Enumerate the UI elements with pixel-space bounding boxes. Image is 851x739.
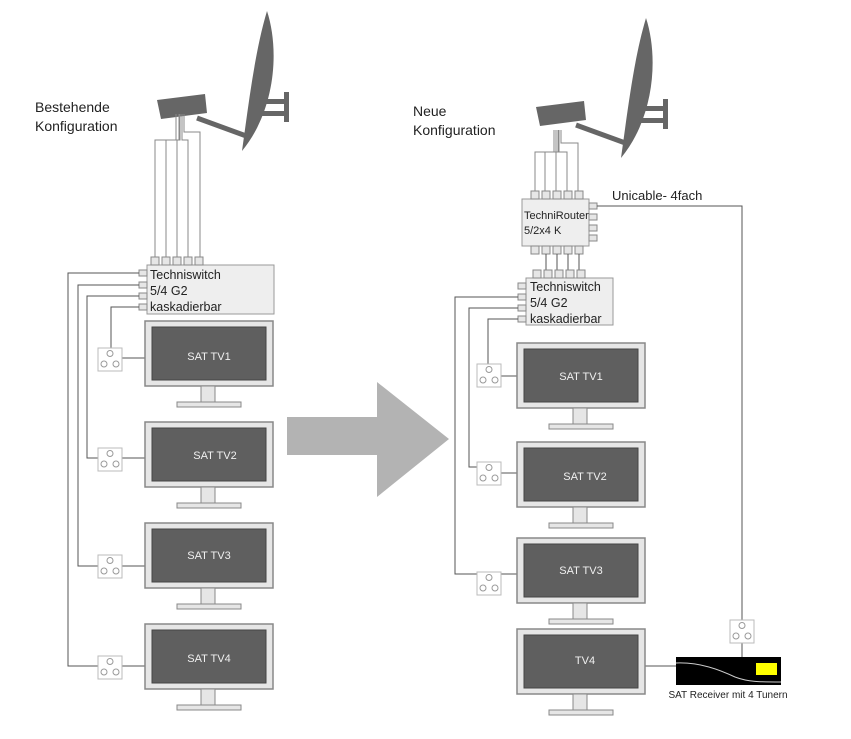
tv-icon: SAT TV1 — [144, 320, 274, 408]
right-switch-line2: 5/4 G2 — [530, 296, 568, 310]
tv-icon: SAT TV3 — [144, 522, 274, 610]
satellite-dish-icon — [157, 11, 289, 151]
antenna-socket-icon — [729, 619, 755, 644]
left-switch-line1: Techniswitch — [150, 268, 221, 282]
tv-icon: SAT TV2 — [516, 441, 646, 529]
tv-label: SAT TV2 — [193, 450, 236, 462]
left-switch-line3: kaskadierbar — [150, 300, 222, 314]
left-configuration: Bestehende Konfiguration Techniswitch 5/… — [35, 11, 289, 711]
router-to-switch-cables — [545, 205, 743, 620]
tv-label: SAT TV3 — [559, 565, 602, 577]
tv-label: TV4 — [575, 655, 595, 667]
lnb-cables — [534, 130, 579, 192]
antenna-socket-icon — [97, 447, 123, 472]
techniswitch-right: Techniswitch 5/4 G2 kaskadierbar — [517, 269, 614, 326]
tv-icon: TV4 — [516, 628, 646, 716]
sat-receiver-icon — [675, 657, 782, 685]
tv-label: SAT TV2 — [563, 471, 606, 483]
left-title-line1: Bestehende — [35, 99, 110, 115]
tv-icon: SAT TV3 — [516, 537, 646, 625]
router-line1: TechniRouter — [524, 210, 589, 222]
techniswitch-left: Techniswitch 5/4 G2 kaskadierbar — [138, 256, 275, 315]
tv-label: SAT TV4 — [187, 653, 230, 665]
right-switch-line1: Techniswitch — [530, 280, 601, 294]
tv-icon: SAT TV4 — [144, 623, 274, 711]
tv-label: SAT TV3 — [187, 550, 230, 562]
antenna-socket-icon — [476, 363, 502, 388]
antenna-socket-icon — [476, 461, 502, 486]
receiver-display — [756, 663, 777, 675]
unicable-label: Unicable- 4fach — [612, 188, 702, 203]
transition-arrow-icon — [287, 382, 449, 497]
antenna-socket-icon — [97, 347, 123, 372]
right-switch-line3: kaskadierbar — [530, 312, 602, 326]
right-configuration: Neue Konfiguration Tec — [413, 18, 788, 716]
tv-label: SAT TV1 — [559, 371, 602, 383]
tv-icon: SAT TV2 — [144, 421, 274, 509]
tv-cables-left — [67, 272, 147, 667]
tv-cables-right — [454, 296, 743, 667]
left-title-line2: Konfiguration — [35, 118, 118, 134]
lnb-cables — [154, 114, 201, 258]
tv-label: SAT TV1 — [187, 351, 230, 363]
right-title-line2: Konfiguration — [413, 122, 496, 138]
technirouter: TechniRouter 5/2x4 K — [521, 190, 598, 255]
tv-icon: SAT TV1 — [516, 342, 646, 430]
antenna-socket-icon — [97, 554, 123, 579]
right-title-line1: Neue — [413, 103, 447, 119]
left-switch-line2: 5/4 G2 — [150, 284, 188, 298]
antenna-socket-icon — [97, 655, 123, 680]
router-line2: 5/2x4 K — [524, 225, 562, 237]
receiver-label: SAT Receiver mit 4 Tunern — [668, 690, 787, 701]
antenna-socket-icon — [476, 571, 502, 596]
